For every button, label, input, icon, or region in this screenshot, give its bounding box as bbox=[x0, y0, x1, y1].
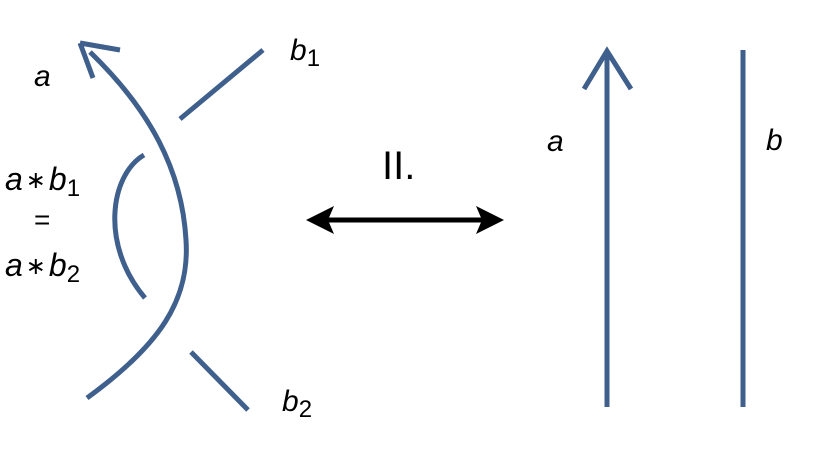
right-b-text: b bbox=[766, 124, 783, 157]
equation-line-2: a∗b2 bbox=[5, 249, 80, 287]
eq2-lhs: a bbox=[5, 247, 23, 283]
equation-line-1: a∗b1 bbox=[5, 163, 80, 201]
b2-subscript: 2 bbox=[298, 396, 313, 423]
strand-b-top-segment bbox=[178, 48, 265, 121]
label-strand-a-right: a bbox=[547, 127, 564, 157]
label-strand-b1: b1 bbox=[290, 36, 320, 71]
move-label-text: II. bbox=[382, 144, 416, 188]
double-arrow-right-head-icon bbox=[476, 206, 504, 234]
eq1-subscript: 1 bbox=[66, 175, 81, 202]
double-arrow-left-head-icon bbox=[306, 206, 334, 234]
eq2-rhs: b bbox=[48, 247, 67, 283]
label-strand-b-right: b bbox=[766, 126, 783, 156]
strand-a-curve bbox=[85, 50, 189, 401]
label-strand-b2: b2 bbox=[282, 387, 312, 422]
strand-a-text: a bbox=[34, 60, 51, 93]
eq1-rhs: b bbox=[48, 161, 67, 197]
equals-sign: = bbox=[34, 204, 51, 235]
right-a-text: a bbox=[547, 125, 564, 158]
move-label: II. bbox=[382, 146, 415, 186]
equation-equals: = bbox=[34, 206, 50, 234]
label-strand-a-left: a bbox=[34, 62, 51, 92]
b1-base: b bbox=[290, 34, 307, 67]
left-tangle bbox=[77, 40, 265, 412]
strand-b-bottom-segment bbox=[189, 350, 250, 412]
right-strand-a-arrowhead-icon bbox=[581, 46, 634, 91]
eq2-star: ∗ bbox=[25, 253, 46, 280]
move-arrow bbox=[306, 206, 504, 234]
eq1-star: ∗ bbox=[25, 167, 46, 194]
eq1-lhs: a bbox=[5, 161, 23, 197]
strand-a-arrowhead-icon bbox=[77, 40, 121, 79]
right-strands bbox=[581, 46, 746, 407]
eq2-subscript: 2 bbox=[66, 261, 81, 288]
b1-subscript: 1 bbox=[306, 45, 321, 72]
strand-b-middle-arc bbox=[112, 152, 147, 300]
b2-base: b bbox=[282, 385, 299, 418]
